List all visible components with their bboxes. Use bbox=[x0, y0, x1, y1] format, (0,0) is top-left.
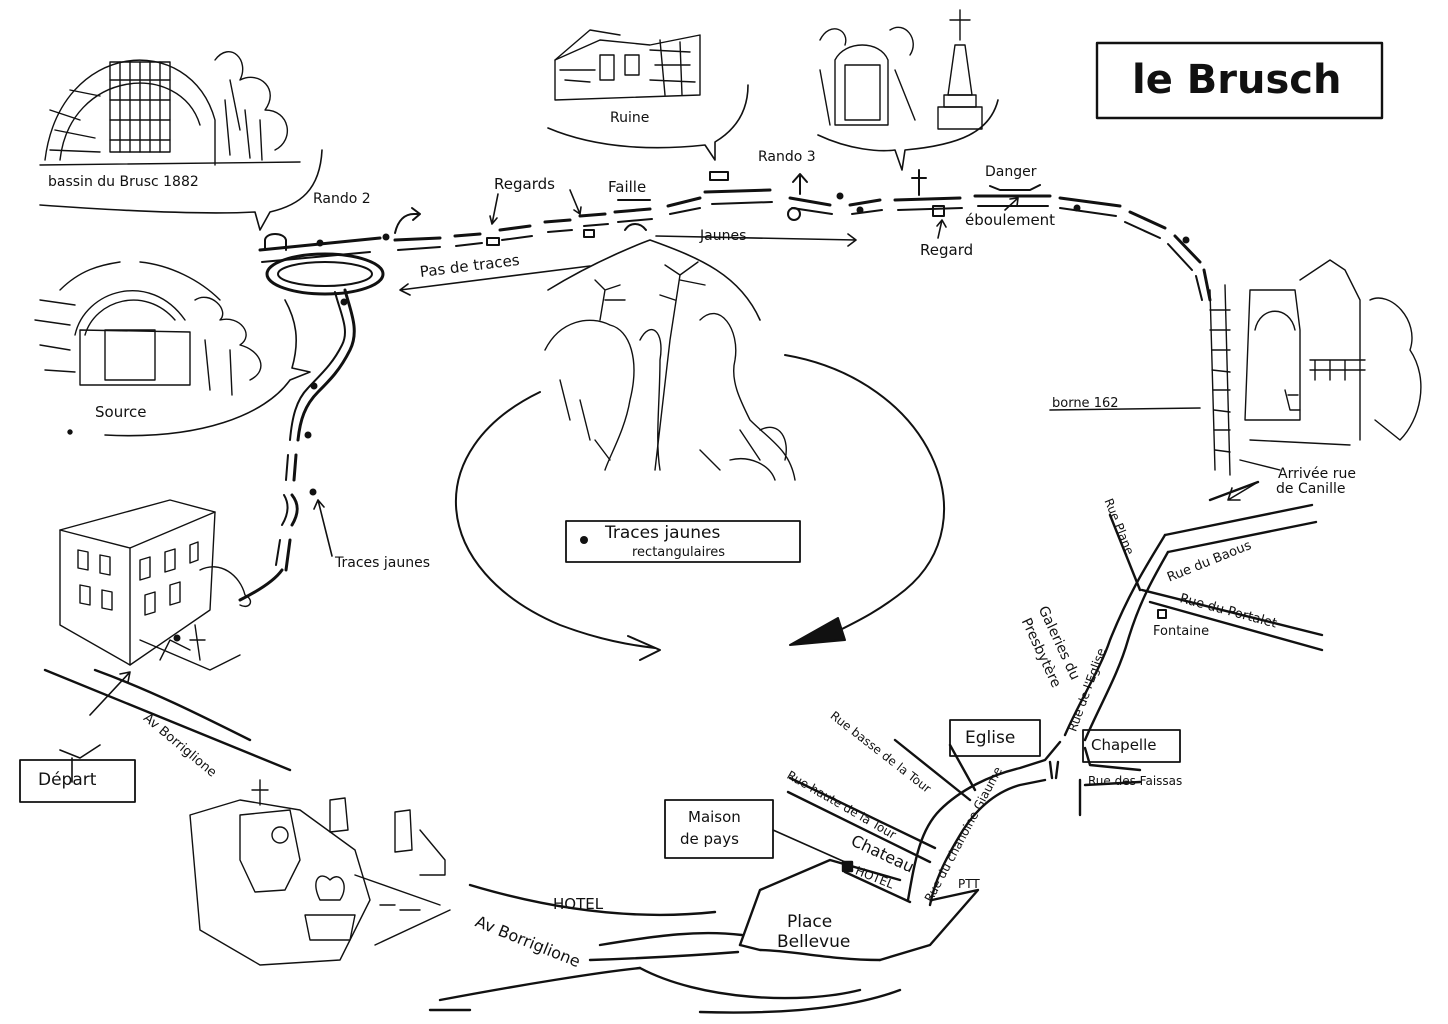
av-borriglione-arrow bbox=[89, 671, 131, 716]
ruin-house-sketch bbox=[554, 29, 701, 101]
label-bassin: bassin du Brusc 1882 bbox=[48, 174, 199, 190]
label-rando3: Rando 3 bbox=[758, 149, 816, 165]
circular-route-arrow bbox=[455, 354, 945, 661]
hotel-marker bbox=[841, 860, 854, 873]
map-title: le Brusch bbox=[1132, 57, 1342, 103]
bassin-marker bbox=[264, 233, 287, 251]
label-ptt: PTT bbox=[958, 877, 980, 891]
label-arrivee-1: Arrivée rue bbox=[1278, 466, 1356, 482]
cemetery-sketch bbox=[189, 779, 451, 966]
label-arrivee-2: de Canille bbox=[1276, 481, 1346, 497]
source-arch-sketch bbox=[34, 261, 262, 435]
label-eglise: Eglise bbox=[965, 728, 1016, 748]
trail-path bbox=[238, 188, 1212, 602]
legend-line1: Traces jaunes bbox=[605, 523, 721, 543]
cross-marker bbox=[911, 169, 927, 196]
regard-marker bbox=[583, 229, 595, 238]
regard-marker bbox=[932, 205, 945, 217]
label-depart: Départ bbox=[38, 770, 97, 790]
label-place-2: Bellevue bbox=[777, 932, 851, 952]
maison-arrow bbox=[772, 829, 846, 863]
rando3-arrow bbox=[792, 173, 808, 195]
chapelle-box bbox=[1082, 729, 1181, 763]
label-ruine: Ruine bbox=[610, 110, 650, 126]
rando3-circle bbox=[787, 207, 801, 221]
rock-bubble bbox=[547, 239, 761, 321]
legend-line2: rectangulaires bbox=[632, 545, 726, 560]
label-fontaine: Fontaine bbox=[1153, 624, 1210, 639]
danger-marker bbox=[989, 184, 1041, 191]
traces-jaunes-arrow bbox=[313, 499, 333, 557]
label-regard: Regard bbox=[920, 241, 974, 259]
bassin-bubble bbox=[39, 149, 323, 231]
maison-box bbox=[664, 799, 774, 859]
source-bubble bbox=[104, 299, 311, 437]
label-rando2: Rando 2 bbox=[313, 191, 371, 207]
label-chapelle: Chapelle bbox=[1091, 736, 1157, 754]
label-faille: Faille bbox=[608, 178, 647, 196]
ruine-bubble bbox=[547, 84, 749, 161]
label-traces-jaunes: Traces jaunes bbox=[335, 555, 431, 571]
depart-arrow bbox=[59, 744, 101, 783]
village-streets bbox=[43, 480, 1324, 1014]
label-borne: borne 162 bbox=[1052, 396, 1119, 411]
label-jaunes: Jaunes bbox=[700, 228, 747, 244]
legend-box bbox=[565, 520, 801, 563]
yellow-mark-dot bbox=[173, 192, 1190, 642]
jaunes-arrow bbox=[655, 233, 857, 247]
title-box bbox=[1095, 41, 1384, 120]
village-street-sketch bbox=[1209, 259, 1422, 476]
label-regards: Regards bbox=[494, 175, 555, 193]
street-rue-faissas: Rue des Faissas bbox=[1088, 774, 1183, 788]
cross-monument-sketch bbox=[819, 9, 983, 130]
eglise-box bbox=[949, 719, 1041, 757]
townhouse-sketch bbox=[59, 499, 252, 671]
depart-box bbox=[19, 759, 136, 803]
label-maison-1: Maison bbox=[688, 808, 741, 826]
label-hotel: HOTEL bbox=[553, 895, 604, 913]
label-source: Source bbox=[95, 403, 147, 421]
pas-de-traces-arrow bbox=[399, 265, 591, 296]
rock-tree-sketch bbox=[544, 261, 796, 481]
rando2-arrow bbox=[394, 207, 421, 234]
borne-arrow bbox=[1049, 407, 1201, 411]
label-place-1: Place bbox=[787, 912, 833, 932]
label-danger: Danger bbox=[985, 164, 1037, 180]
ruine-marker bbox=[709, 171, 729, 181]
label-maison-2: de pays bbox=[680, 830, 739, 848]
well-basin-sketch bbox=[39, 51, 301, 166]
fontaine-marker bbox=[1157, 609, 1167, 619]
regard-marker bbox=[486, 237, 500, 246]
label-eboulement: éboulement bbox=[965, 211, 1056, 229]
monument-bubble bbox=[817, 99, 999, 171]
